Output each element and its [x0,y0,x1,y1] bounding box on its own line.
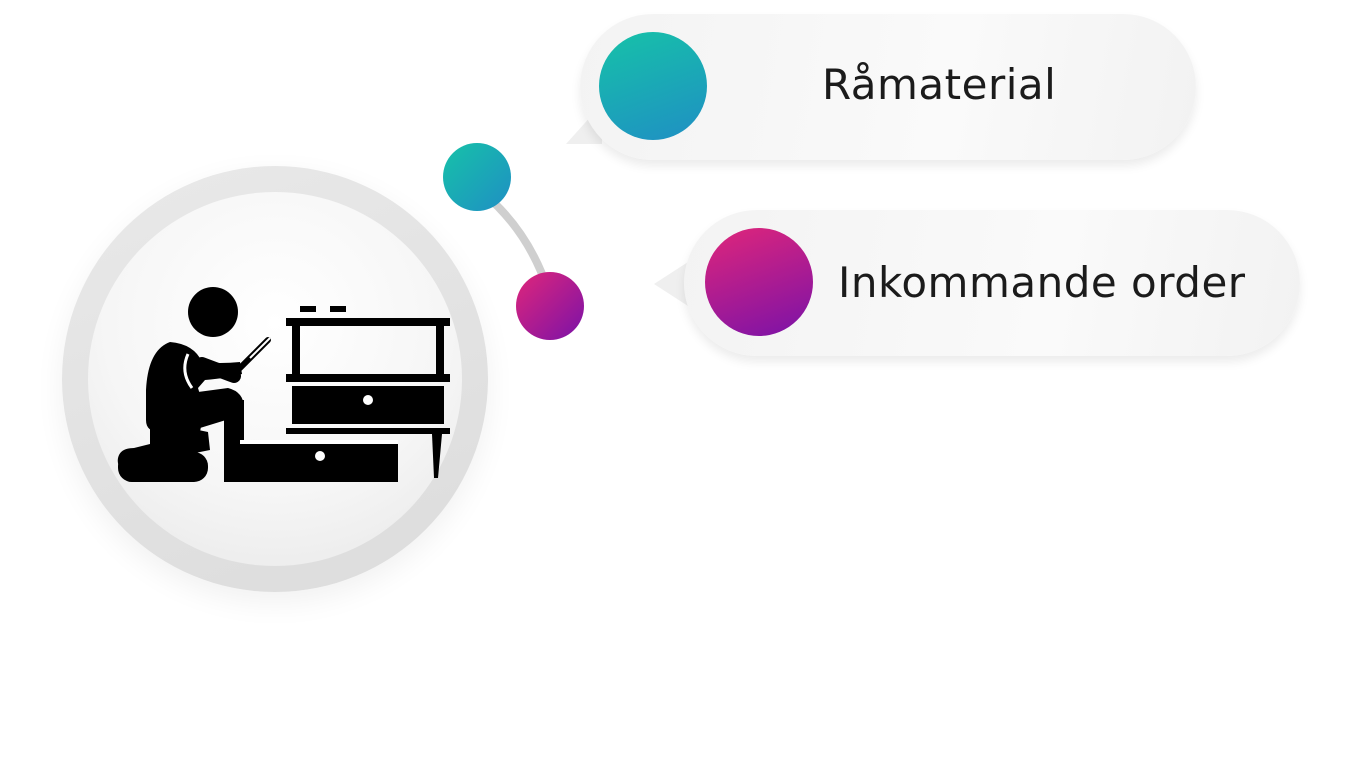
magenta-dot [705,228,813,336]
callout-bubble: Inkommande order [684,210,1300,356]
connector [443,143,584,340]
connector-node-magenta [516,272,584,340]
callout-label: Råmaterial [822,60,1057,109]
teal-dot [599,32,707,140]
worker-assembling-furniture-icon [117,287,450,482]
callout-bubble: Råmaterial [580,14,1196,160]
callout-label: Inkommande order [838,258,1246,307]
bubble-tail [654,262,688,306]
connector-node-teal [443,143,511,211]
